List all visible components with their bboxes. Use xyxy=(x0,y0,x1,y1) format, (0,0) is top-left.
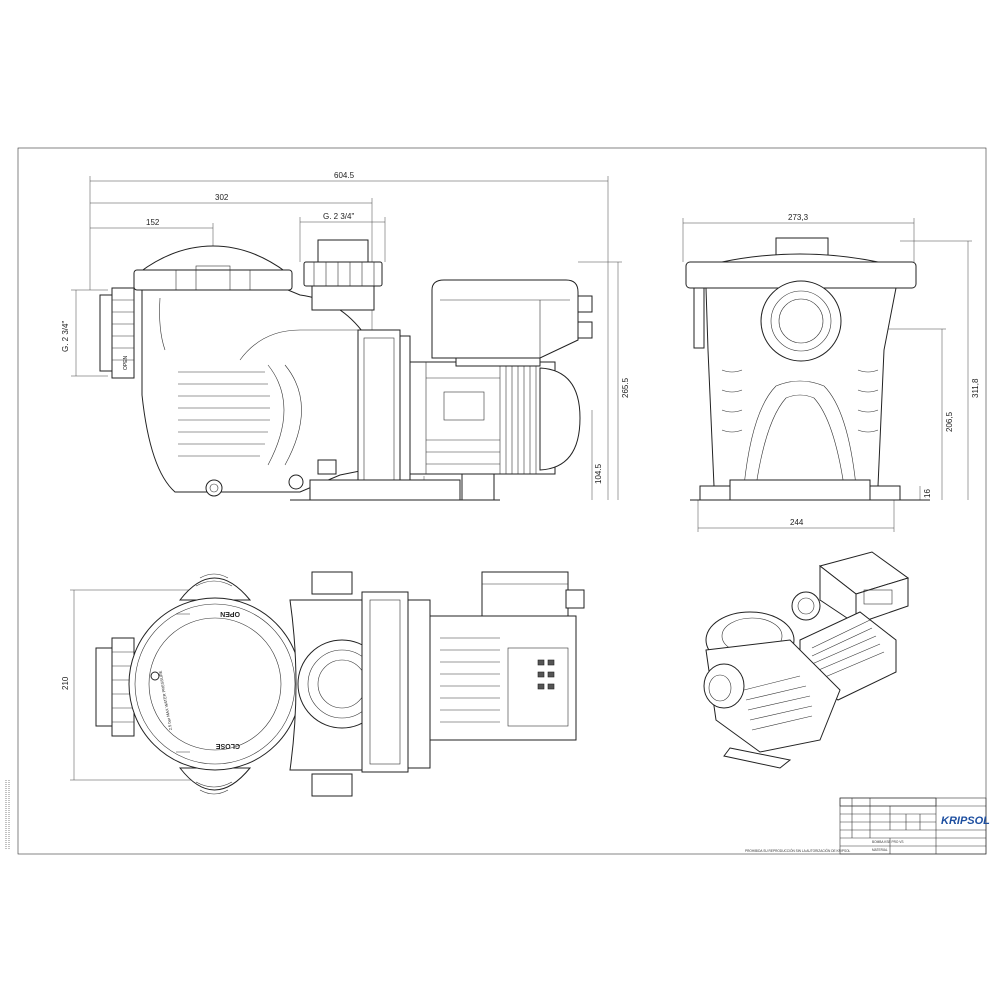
lid-close-label: CLOSE xyxy=(216,742,240,749)
dim-front-axis-height: 206,5 xyxy=(945,411,954,432)
footer-note: PROHIBIDA SU REPRODUCCIÓN SIN LA AUTORIZ… xyxy=(745,848,851,853)
dim-base-width: 244 xyxy=(790,518,804,527)
dim-front-width: 273,3 xyxy=(788,213,809,222)
top-view: 210 OPEN CLOSE 2.5 bar MAX WATER PRESSUR… xyxy=(61,571,585,797)
dim-inlet-offset: 152 xyxy=(146,218,160,227)
dim-shaft-height: 104.5 xyxy=(594,463,603,484)
title-block: KRIPSOL BOMBA KSE PRO VS MATERIAL PROHIB… xyxy=(745,797,990,855)
dim-inlet-thread: G. 2 3/4" xyxy=(61,321,70,352)
dim-front-height: 311,8 xyxy=(971,378,980,398)
title-block-material: MATERIAL xyxy=(872,848,888,852)
dim-top-width: 210 xyxy=(61,676,70,690)
svg-text:OPEN: OPEN xyxy=(123,355,129,370)
margin-strip xyxy=(5,780,10,850)
lid-open-label: OPEN xyxy=(220,610,240,617)
sheet-border xyxy=(17,147,987,855)
isometric-view xyxy=(703,551,910,769)
dim-outlet-thread: G. 2 3/4" xyxy=(323,212,354,221)
side-view: 604.5 302 152 G. 2 3/4" G. 2 3/4" 265.5 … xyxy=(61,171,630,501)
front-view: 273,3 311,8 206,5 16 244 xyxy=(682,213,980,532)
dim-overall-length: 604.5 xyxy=(334,171,355,180)
title-block-product: BOMBA KSE PRO VS xyxy=(872,840,904,844)
dim-inlet-to-flange: 302 xyxy=(215,193,229,202)
dim-front-foot: 16 xyxy=(923,489,932,498)
brand-logo: KRIPSOL xyxy=(941,815,990,827)
dim-overall-height: 265.5 xyxy=(621,377,630,398)
